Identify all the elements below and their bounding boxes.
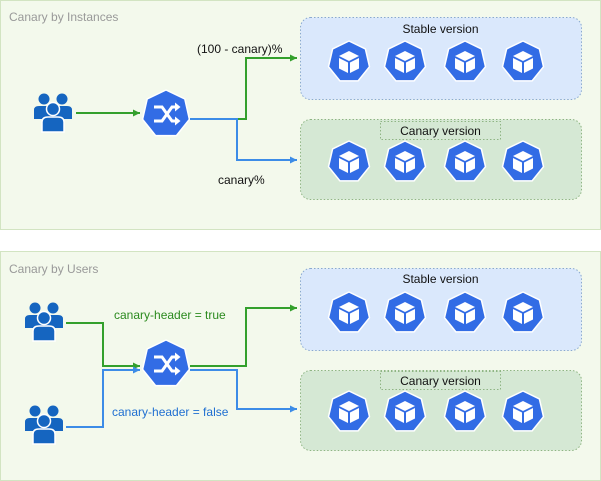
users-false-to-router-arrow: [66, 366, 140, 428]
route-stable-label-2: canary-header = true: [114, 308, 226, 322]
stable-version-box-1: [300, 17, 582, 100]
panel-title-users: Canary by Users: [9, 262, 99, 276]
route-stable-arrow-2: [190, 304, 297, 367]
canary-version-box-2: [300, 370, 582, 451]
canary-label-frame-1: [380, 121, 501, 140]
panel-title-instances: Canary by Instances: [9, 10, 119, 24]
canary-label-frame-2: [380, 371, 501, 390]
canary-version-box-1: [300, 119, 582, 200]
route-canary-label-1: canary%: [218, 173, 265, 187]
stable-version-box-2: [300, 268, 582, 351]
canary-version-label-2: Canary version: [400, 374, 481, 388]
canary-version-label-1: Canary version: [400, 124, 481, 138]
users-true-to-router-arrow: [66, 322, 140, 370]
route-canary-arrow-2: [190, 369, 297, 413]
stable-version-label-2: Stable version: [402, 272, 479, 286]
stable-version-label-1: Stable version: [402, 22, 479, 36]
route-canary-label-2: canary-header = false: [112, 405, 229, 419]
route-canary-arrow-1: [190, 118, 297, 164]
route-stable-label-1: (100 - canary)%: [197, 42, 283, 56]
